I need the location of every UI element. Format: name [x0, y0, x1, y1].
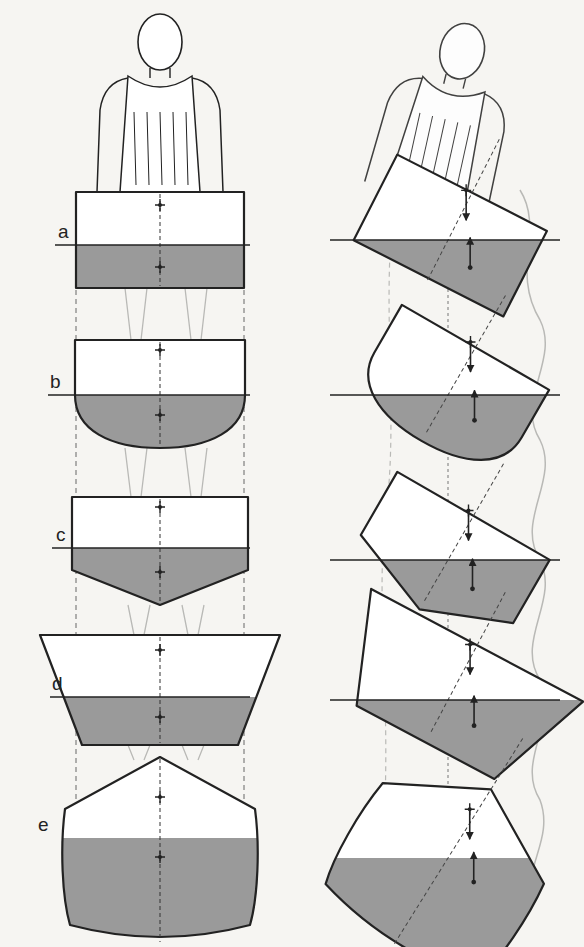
hull-outline — [40, 635, 280, 745]
centre-dot — [468, 807, 472, 811]
immersed-area — [280, 858, 584, 947]
waterline — [330, 394, 560, 395]
buoyancy-centre — [471, 880, 476, 885]
centre-dot — [158, 413, 162, 417]
hull-heeled — [280, 738, 584, 947]
centre-line — [424, 464, 504, 603]
leg-outline — [125, 288, 147, 340]
hull-label: e — [38, 815, 49, 834]
centre-dot — [158, 855, 162, 859]
centre-mark — [465, 803, 475, 815]
vest-stripe — [147, 112, 149, 185]
leg-outline — [128, 745, 150, 760]
vest-stripe — [160, 112, 162, 185]
centre-dot — [158, 505, 162, 509]
neck — [150, 68, 170, 78]
centre-dot — [158, 203, 162, 207]
leg-outline — [128, 605, 150, 635]
centre-line — [430, 592, 505, 733]
centre-dot — [158, 795, 162, 799]
hull-outline — [76, 192, 244, 288]
buoyancy-centre — [468, 265, 473, 270]
leg-outline — [185, 448, 207, 497]
centre-dot — [158, 348, 162, 352]
hull-label: a — [58, 222, 69, 241]
buoyancy-arrow — [474, 390, 476, 420]
centre-mark — [466, 336, 476, 348]
buoyancy-centre — [472, 723, 477, 728]
hull-fill — [40, 635, 280, 745]
centre-dot — [158, 648, 162, 652]
centre-mark — [155, 851, 165, 863]
centre-mark — [155, 566, 165, 578]
hull-label: d — [52, 674, 63, 693]
immersed-area — [280, 560, 584, 800]
centre-line — [427, 139, 500, 282]
buoyancy-arrow — [473, 696, 475, 726]
vest-stripe — [134, 112, 136, 185]
leg-outline — [182, 605, 204, 635]
vest — [120, 76, 200, 192]
hull-outline — [320, 589, 584, 799]
waterline — [48, 394, 250, 395]
centre-mark — [155, 711, 165, 723]
neck — [444, 74, 466, 89]
centre-mark — [155, 261, 165, 273]
waterline — [50, 696, 250, 697]
centre-mark — [464, 504, 474, 516]
head — [138, 14, 182, 70]
centre-line — [160, 759, 161, 942]
centre-line — [393, 738, 523, 946]
buoyancy-centre — [472, 418, 477, 423]
centre-mark — [155, 199, 165, 211]
centre-mark — [155, 644, 165, 656]
buoyancy-arrow — [469, 238, 471, 268]
centre-dot — [158, 715, 162, 719]
centre-dot — [158, 265, 162, 269]
leg-outline — [125, 448, 147, 497]
hull-outline — [75, 340, 245, 448]
centre-line — [160, 342, 161, 446]
waterline — [55, 244, 250, 245]
buoyancy-centre — [470, 586, 475, 591]
leg-outline — [182, 745, 204, 760]
centre-dot — [468, 643, 472, 647]
leg-outline — [185, 288, 207, 340]
vest-stripe — [186, 112, 188, 185]
waterline — [52, 547, 250, 548]
hull-outline — [72, 497, 248, 605]
waterline — [330, 699, 560, 700]
person-upright — [97, 14, 223, 192]
hull-upright — [0, 757, 300, 947]
centre-line — [426, 295, 506, 434]
hull-outline — [313, 738, 574, 947]
centre-dot — [467, 508, 471, 512]
centre-dot — [158, 570, 162, 574]
hull-heeled — [280, 464, 584, 800]
buoyancy-arrow — [473, 852, 475, 882]
centre-dot — [469, 340, 473, 344]
hull-label: b — [50, 372, 61, 391]
centre-mark — [465, 639, 475, 651]
hull-fill — [320, 589, 584, 799]
centre-mark — [461, 184, 471, 196]
hull-label: c — [56, 525, 66, 544]
head — [434, 19, 490, 84]
waterline — [330, 239, 560, 240]
centre-mark — [155, 791, 165, 803]
centre-mark — [155, 501, 165, 513]
buoyancy-arrow — [472, 559, 474, 589]
waterline — [330, 559, 560, 560]
centre-line — [160, 499, 161, 603]
centre-mark — [155, 344, 165, 356]
vest-stripe — [173, 112, 175, 185]
centre-mark — [155, 409, 165, 421]
centre-dot — [464, 188, 468, 192]
